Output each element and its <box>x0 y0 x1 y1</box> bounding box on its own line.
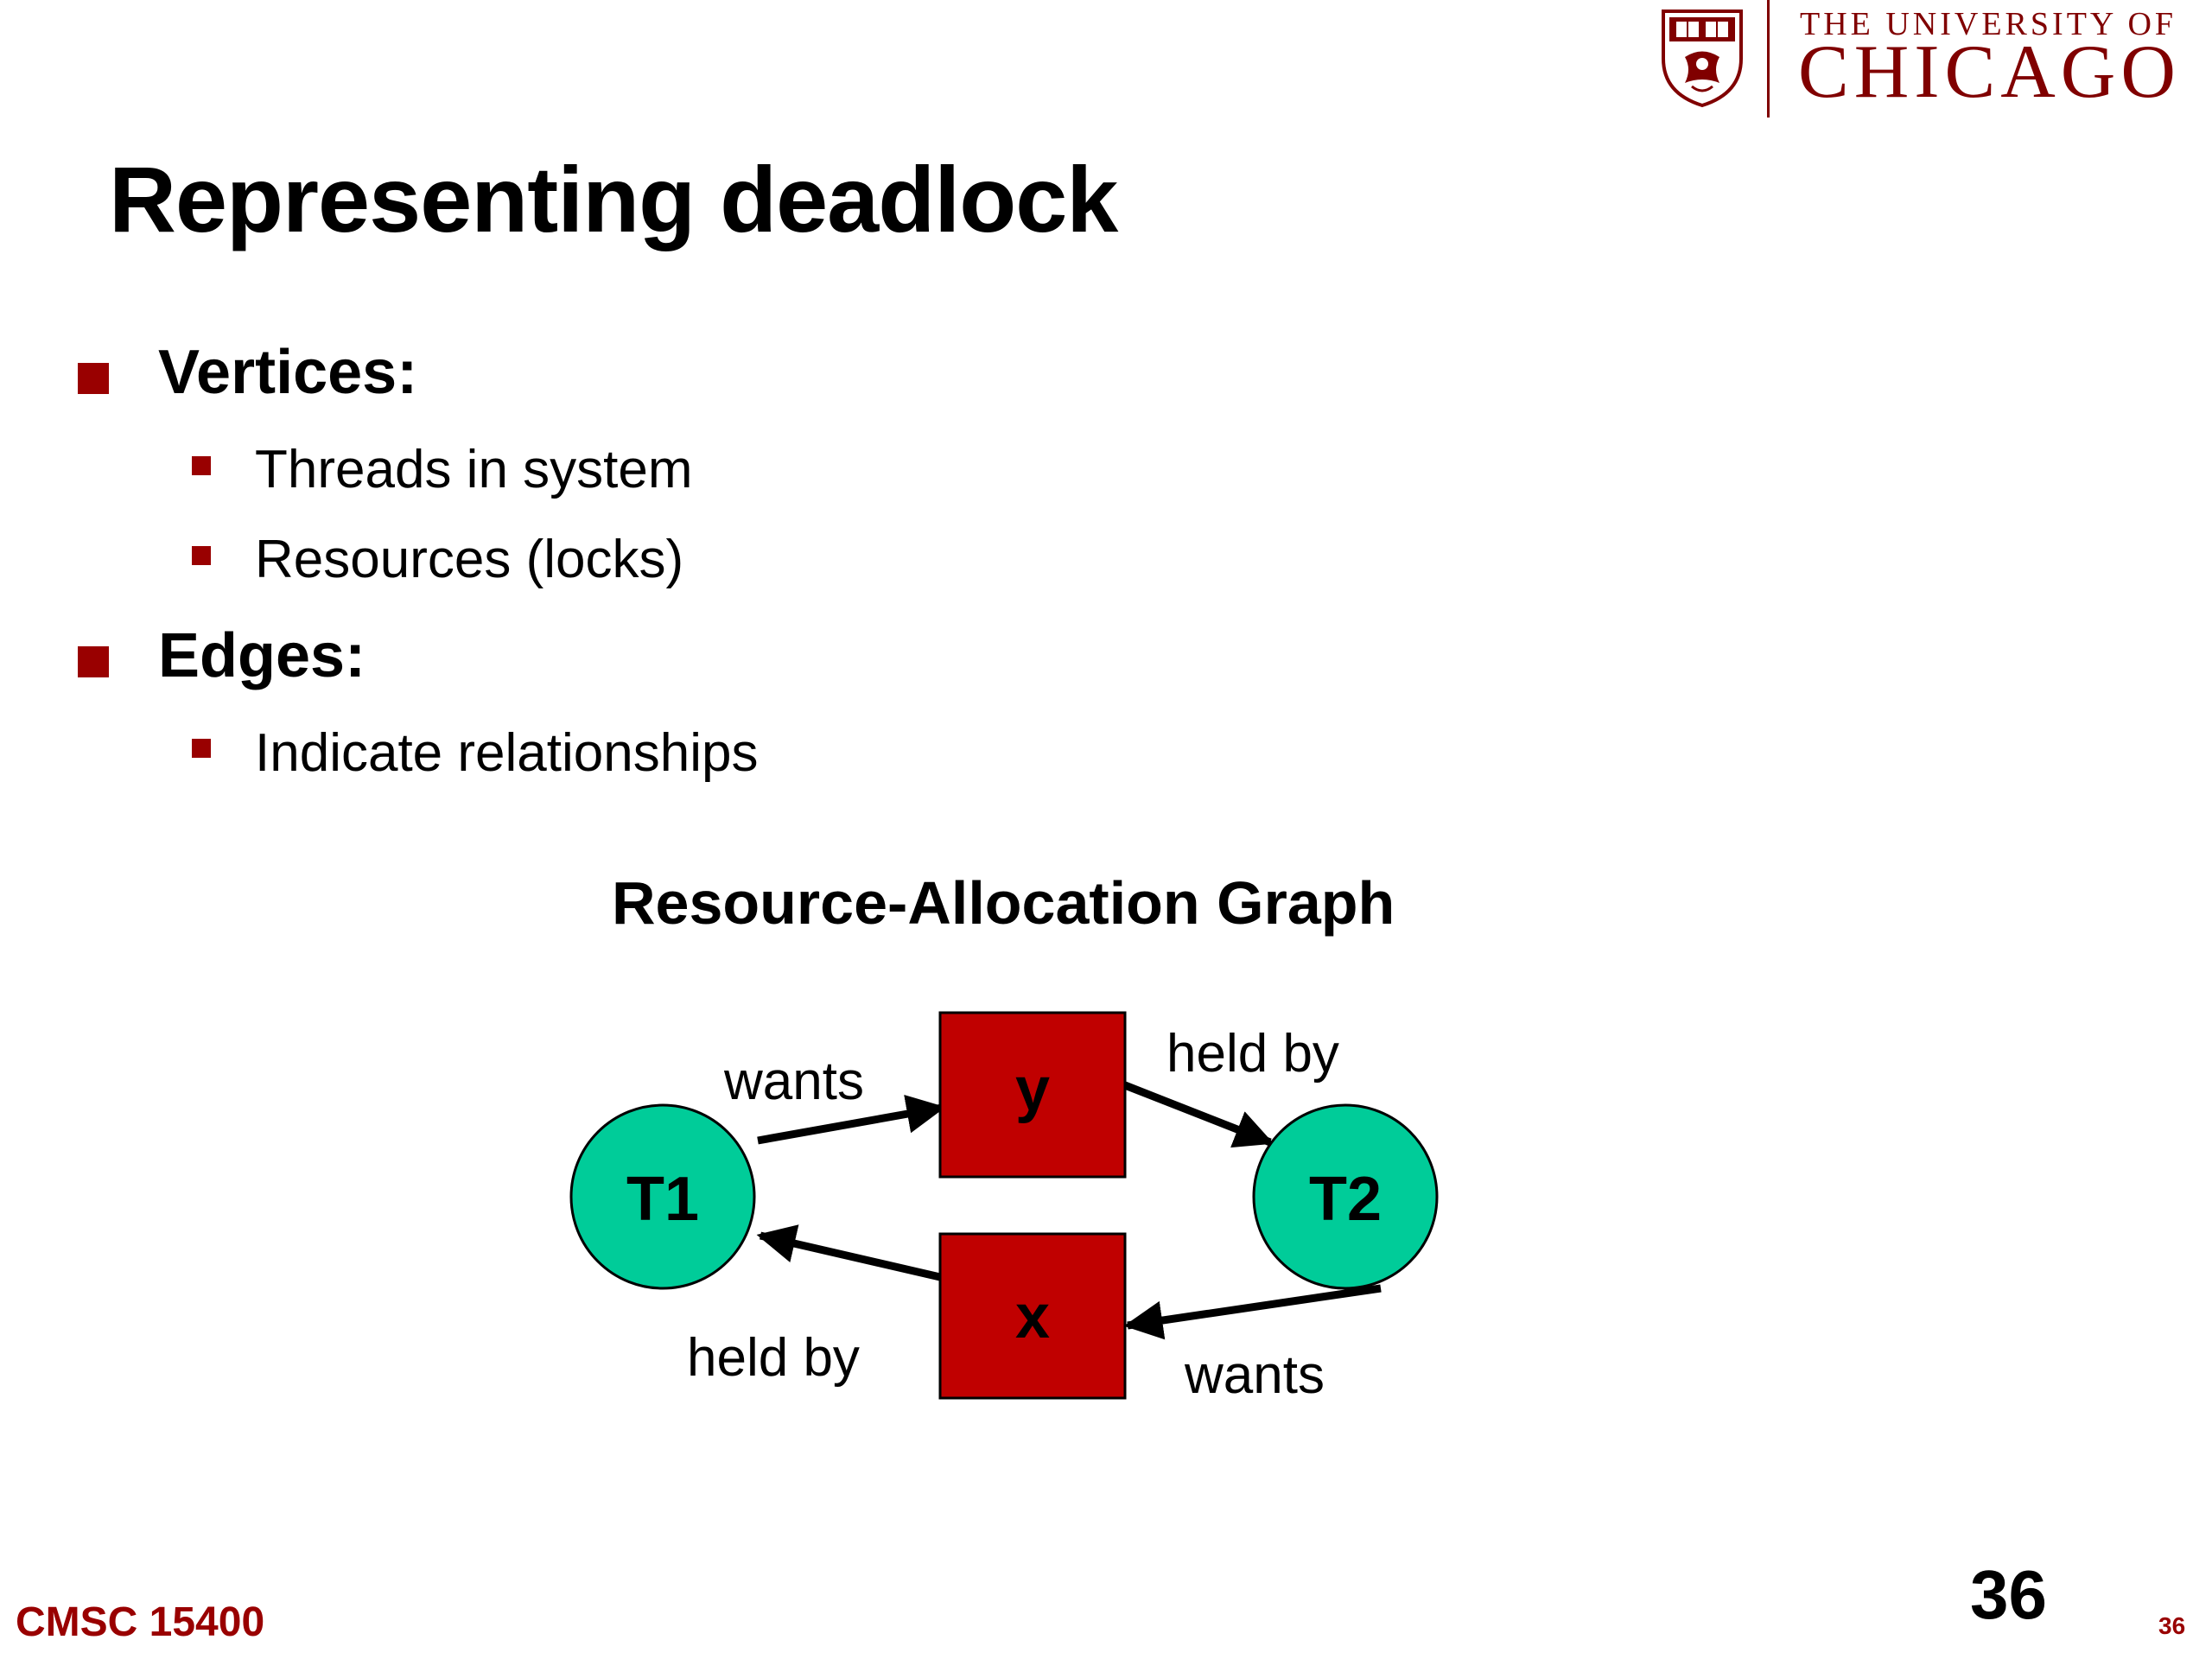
thread-node-t2 <box>1252 1103 1439 1290</box>
sub-bullet-threads: Threads in system <box>255 440 693 499</box>
thread-label-t1: T1 <box>626 1165 699 1234</box>
edge-t1-wants-y <box>757 1094 946 1145</box>
thread-label-t2: T2 <box>1309 1165 1382 1234</box>
resource-label-x: x <box>1015 1282 1050 1351</box>
university-logo: THE UNIVERSITY OF CHICAGO <box>1655 0 2212 121</box>
bullet-vertices: Vertices: <box>158 338 418 407</box>
sub-bullet-resources: Resources (locks) <box>255 530 684 589</box>
slide-number: 36 <box>1970 1556 2047 1633</box>
bullet-square-icon <box>78 646 109 677</box>
edge-y-held-by-t2 <box>1123 1081 1274 1148</box>
sub-bullet-relationships: Indicate relationships <box>255 723 759 783</box>
bullet-square-icon <box>78 363 109 394</box>
resource-node-x <box>938 1232 1127 1400</box>
bullet-edges: Edges: <box>158 621 366 690</box>
edge-x-held-by-t1 <box>756 1224 942 1281</box>
sub-bullet-square-icon <box>192 456 211 475</box>
resource-label-y: y <box>1015 1055 1050 1124</box>
slide-title: Representing deadlock <box>109 147 1118 251</box>
university-crest-icon <box>1662 10 1743 108</box>
edge-label-t2-wants-x: wants <box>1184 1345 1325 1405</box>
edge-label-y-held-by-t2: held by <box>1166 1024 1339 1084</box>
logo-university-text: THE UNIVERSITY OF <box>1800 6 2177 42</box>
thread-node-t1 <box>569 1103 756 1290</box>
edge-label-t1-wants-y: wants <box>723 1052 864 1111</box>
sub-bullet-square-icon <box>192 739 211 758</box>
edge-label-x-held-by-t1: held by <box>687 1328 860 1388</box>
resource-node-y <box>938 1011 1127 1179</box>
course-code: CMSC 15400 <box>16 1599 265 1645</box>
graph-title: Resource-Allocation Graph <box>612 869 1395 937</box>
logo-divider <box>1767 0 1770 118</box>
sub-bullet-square-icon <box>192 546 211 565</box>
slide-number-small: 36 <box>2158 1612 2186 1639</box>
logo-chicago-text: CHICAGO <box>1798 30 2181 114</box>
edge-t2-wants-x <box>1123 1284 1382 1340</box>
